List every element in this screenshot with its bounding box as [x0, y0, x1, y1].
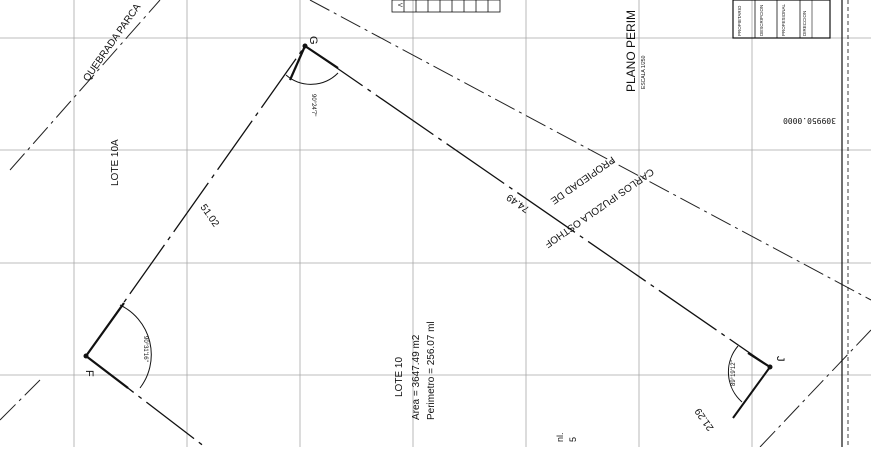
lot-perimeter-label: Perimetro = 256.07 ml — [426, 321, 437, 420]
plan-scale: ESCALA 1/250 — [641, 55, 647, 89]
bottom-text-2: 5 — [568, 437, 578, 442]
field-descripcion: DESCRIPCION — [759, 5, 764, 36]
vertex-g-label: G — [307, 36, 319, 45]
vertex-table-header: V — [396, 3, 402, 7]
lote-10a-label: LOTE 10A — [110, 139, 121, 186]
distance-fg-label: 51.02 — [198, 202, 222, 229]
angle-g-label: 90°24'7" — [310, 94, 316, 116]
vertex-f-label: F — [83, 370, 95, 377]
lot-summary: LOTE 10 Area = 3647.49 m2 Perimetro = 25… — [394, 321, 437, 420]
field-propietario: PROPIETARIO — [737, 5, 742, 36]
sheet-border — [841, 0, 849, 447]
lot-name-label: LOTE 10 — [394, 357, 405, 397]
lot-area-label: Area = 3647.49 m2 — [411, 334, 422, 420]
coordinate-label: 309950.0000 — [783, 116, 836, 125]
vertex-table — [391, 0, 501, 13]
vertex-j-marker — [767, 364, 773, 370]
field-profesional: PROFESIONAL — [781, 3, 786, 36]
distance-j-bottom-label: 21.29 — [693, 405, 717, 432]
propiedad-owner-label: CARLOS IPUZOLA OSTHOF — [542, 166, 655, 250]
vertex-f-marker — [83, 353, 89, 359]
bottom-text-1: nl. — [555, 432, 565, 442]
vertex-g-marker — [302, 43, 308, 49]
angle-f-label: 90°31'16" — [142, 336, 148, 362]
distance-gj-label: 74.49 — [505, 191, 532, 215]
angle-arcs — [119, 72, 743, 403]
angle-j-label: 89°19'12" — [731, 360, 737, 386]
vertex-j-label: J — [774, 356, 786, 362]
field-direccion: DIRECCION — [802, 11, 807, 36]
title-block — [732, 0, 831, 39]
quebrada-label: QUEBRADA PARCA — [81, 2, 143, 84]
lot-boundary — [85, 45, 771, 448]
plan-title: PLANO PERIM — [624, 10, 638, 92]
